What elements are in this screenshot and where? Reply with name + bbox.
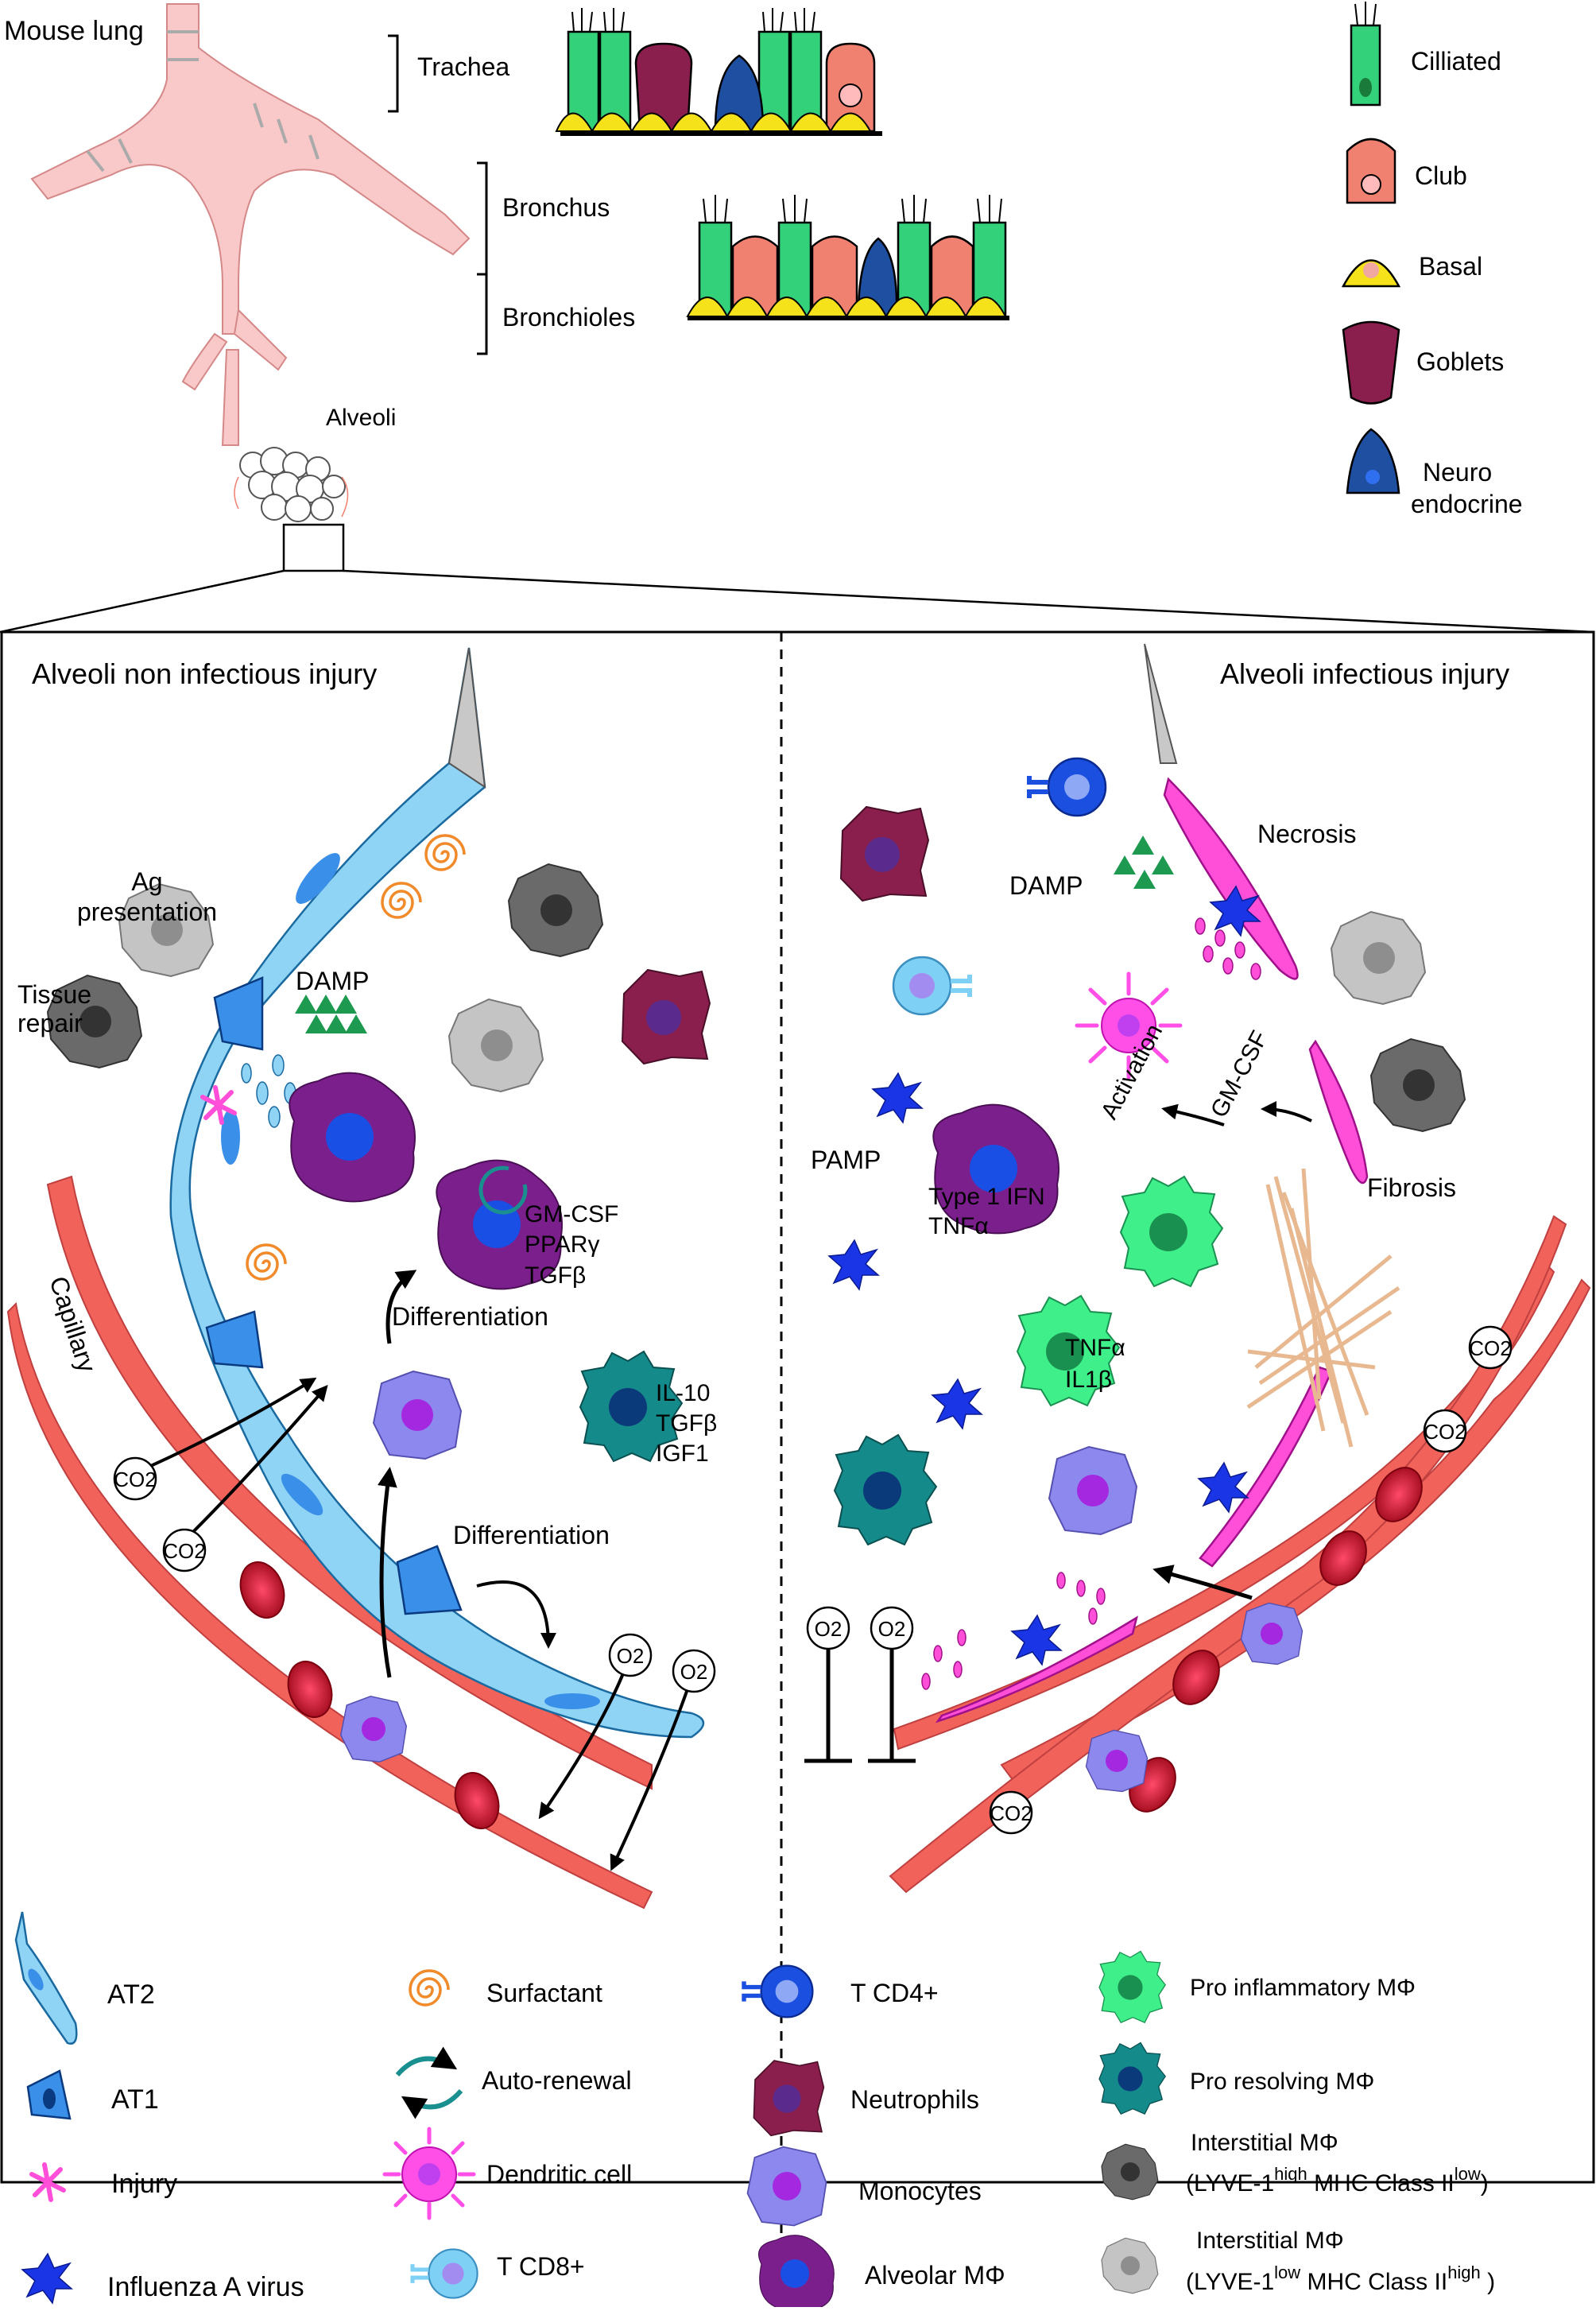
differentiation-bottom-label: Differentiation [453,1521,610,1549]
legend-tcd4: T CD4+ [850,1979,939,2007]
tnfa-label-a: TNFα [928,1213,989,1239]
legend-auto-renewal: Auto-renewal [482,2066,632,2095]
differentiation-top-label: Differentiation [392,1302,548,1331]
influenza-icon [21,2253,72,2304]
neuroendocrine-icon [1346,428,1400,494]
alveoli-cluster [239,447,346,522]
trachea-label: Trachea [417,52,509,81]
co2-right-a: CO2 [1469,1336,1511,1360]
co2-left-a: CO2 [114,1468,156,1491]
pro-resolving-icon [1098,2042,1166,2115]
tgfb2-label: TGFβ [656,1410,717,1437]
bronchus-label: Bronchus [502,193,610,222]
legend-surfactant: Surfactant [486,1979,602,2007]
interstitial-low-icon [1101,2237,1159,2294]
damp-label-left: DAMP [296,967,369,995]
airway-brackets [388,34,488,355]
tnfa-label-b: TNFα [1065,1335,1125,1361]
legend-ciliated: Cilliated [1411,47,1501,76]
bottom-legend [14,1911,1166,2311]
ag-label-2: presentation [77,898,217,926]
legend-neuro-1: Neuro [1423,458,1492,487]
legend-pro-inflammatory: Pro inflammatory MΦ [1190,1975,1416,2001]
legend-at2: AT2 [107,1979,155,2010]
gmcsf-label-right: GM-CSF [1206,1026,1273,1122]
auto-renewal-icon [395,2046,463,2119]
legend-pro-resolving: Pro resolving MΦ [1190,2069,1374,2095]
legend-neuro-2: endocrine [1411,490,1523,518]
o2-right-a: O2 [815,1617,843,1641]
tissue-repair-1: Tissue [17,980,91,1009]
o2-right-b: O2 [878,1617,906,1641]
alveolar-macrophage-icon [757,2235,835,2311]
pro-inflammatory-icon [1098,1950,1166,2023]
co2-left-b: CO2 [163,1539,205,1563]
type1-ifn-label: Type 1 IFN [928,1184,1045,1210]
right-panel-illustration [804,643,1591,1894]
interstitial-high-icon [1101,2143,1159,2200]
legend-influenza: Influenza A virus [107,2272,304,2302]
bronchus-epithelium [686,195,1009,320]
il1b-label: IL1β [1065,1367,1112,1393]
o2-left-a: O2 [617,1644,645,1668]
monocyte-icon [746,2146,827,2227]
mouse-lung-illustration [0,3,1594,634]
legend-injury: Injury [111,2169,177,2199]
basal-icon [1341,259,1401,288]
legend-tcd8: T CD8+ [497,2252,585,2281]
legend-interstitial-1: Interstitial MΦ [1191,2130,1338,2156]
neutrophil-icon [753,2060,825,2137]
bronchioles-label: Bronchioles [502,303,635,332]
necrosis-label: Necrosis [1257,820,1356,848]
legend-goblets: Goblets [1416,347,1504,376]
legend-at1: AT1 [111,2084,159,2115]
gmcsf-label-left: GM-CSF [525,1201,618,1227]
right-panel-title: Alveoli infectious injury [1220,657,1509,690]
legend-alveolar: Alveolar MΦ [865,2261,1005,2290]
goblet-icon [1342,320,1400,405]
fibrosis-label: Fibrosis [1367,1173,1456,1202]
co2-right-c: CO2 [990,1801,1032,1825]
trachea-epithelium [555,8,882,136]
il10-label: IL-10 [656,1380,710,1406]
dendritic-cell-icon [382,2127,476,2220]
surfactant-icon [409,1969,450,2007]
legend-interstitial-2-detail: (LYVE-1low MHC Class IIhigh ) [1186,2263,1495,2295]
igf1-label: IGF1 [656,1440,709,1467]
t-cd4-icon [744,1966,812,2018]
legend-dendritic: Dendritic cell [486,2160,632,2189]
tgfb-label-left: TGFβ [525,1262,586,1289]
legend-interstitial-2: Interstitial MΦ [1196,2228,1344,2254]
legend-club: Club [1415,161,1467,190]
legend-monocytes: Monocytes [858,2177,982,2205]
t-cd8-icon [413,2249,478,2297]
mouse-lung-label: Mouse lung [4,16,144,46]
legend-basal: Basal [1419,252,1482,281]
alveoli-label: Alveoli [326,405,396,431]
ppar-label: PPARγ [525,1231,599,1258]
damp-label-right: DAMP [1009,871,1083,900]
at2-icon [14,1911,78,2045]
pamp-label: PAMP [811,1146,881,1174]
club-icon [1346,138,1396,204]
ag-label-1: Ag [131,867,162,896]
left-panel-title: Alveoli non infectious injury [32,657,377,690]
ciliated-icon [1350,2,1381,107]
co2-right-b: CO2 [1424,1420,1466,1444]
legend-interstitial-1-detail: (LYVE-1high MHC Class IIlow) [1186,2164,1489,2197]
tissue-repair-2: repair [17,1009,83,1037]
o2-left-b: O2 [680,1660,708,1684]
legend-neutrophils: Neutrophils [850,2085,979,2114]
left-panel-illustration [6,647,716,1910]
cell-type-legend [1341,2,1401,494]
